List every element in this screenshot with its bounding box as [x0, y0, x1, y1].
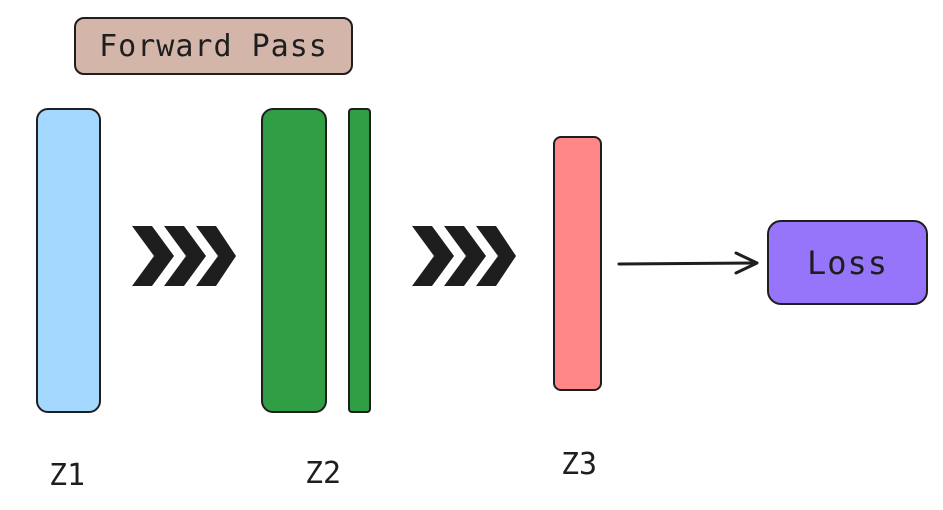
loss-box: Loss: [767, 220, 928, 305]
triple-chevron-right-icon: [412, 226, 516, 286]
z3-layer-bar: [553, 136, 602, 391]
triple-chevron-right-icon: [132, 226, 236, 286]
z1-layer-bar: [36, 108, 101, 413]
z3-label: Z3: [561, 447, 598, 482]
title-text: Forward Pass: [99, 28, 328, 64]
title-box: Forward Pass: [74, 17, 353, 75]
z2-layer-bar-wide: [261, 108, 327, 413]
loss-label: Loss: [806, 243, 889, 282]
arrow-right-icon: [617, 251, 759, 275]
z2-layer-bar-narrow: [348, 108, 371, 413]
z1-label: Z1: [49, 458, 86, 493]
z2-label: Z2: [305, 456, 342, 491]
